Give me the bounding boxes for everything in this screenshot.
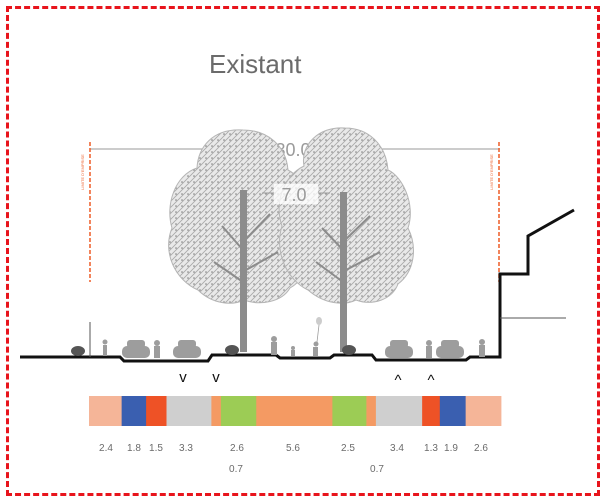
lane-segment-parking xyxy=(439,396,467,426)
lane-segment-bike xyxy=(146,396,167,426)
cyclist xyxy=(313,341,319,356)
pedestrian-6 xyxy=(479,339,485,357)
width-label-3: 1.5 xyxy=(149,443,163,454)
ground-profile xyxy=(20,208,575,363)
limit-left-label: LIMITE D'EMPRISE xyxy=(80,154,85,190)
section-title: Existant xyxy=(209,49,302,79)
direction-arrows: v v ^ ^ xyxy=(179,369,434,389)
pedestrian-1 xyxy=(102,339,108,356)
pedestrian-2 xyxy=(154,340,160,358)
width-label-5: 2.6 xyxy=(230,443,244,454)
pedestrian-5 xyxy=(426,340,432,358)
width-label-6: 5.6 xyxy=(286,443,300,454)
dashed-frame xyxy=(6,6,600,496)
width-labels: 2.4 1.8 1.5 3.3 2.6 5.6 2.5 3.4 1.3 1.9 … xyxy=(99,443,488,475)
total-width-dimension: 30.0 xyxy=(90,140,500,160)
car-4 xyxy=(436,340,464,358)
limit-right: LIMITE D'EMPRISE xyxy=(489,142,500,282)
bush-left xyxy=(71,346,85,356)
lane-segment-parking xyxy=(121,396,147,426)
tree-height-dimension: 7.0 xyxy=(245,184,330,328)
width-label-12: 0.7 xyxy=(229,464,243,475)
lane-strip xyxy=(89,396,502,426)
lane-segment-median xyxy=(366,396,377,426)
tree-left xyxy=(168,129,311,352)
bush-tree-left xyxy=(225,345,239,355)
lane-segment-travel_lane xyxy=(166,396,212,426)
width-label-7: 2.5 xyxy=(341,443,355,454)
direction-arrow-3: ^ xyxy=(394,372,401,389)
tree-height-label: 7.0 xyxy=(281,185,306,205)
lane-segment-sidewalk xyxy=(89,396,123,426)
lane-segment-median xyxy=(256,396,333,426)
lane-segment-bike xyxy=(422,396,441,426)
bush-tree-right xyxy=(342,345,356,355)
width-label-11: 2.6 xyxy=(474,443,488,454)
direction-arrow-1: v xyxy=(179,369,187,386)
car-3 xyxy=(385,340,413,358)
balloon xyxy=(316,317,322,343)
lane-segment-median xyxy=(211,396,222,426)
width-label-10: 1.9 xyxy=(444,443,458,454)
car-2 xyxy=(173,340,201,358)
pedestrian-4 xyxy=(291,346,295,356)
direction-arrow-4: ^ xyxy=(427,372,434,389)
lane-segment-planting xyxy=(332,396,367,426)
width-label-8: 3.4 xyxy=(390,443,404,454)
street-furniture xyxy=(71,317,485,358)
limit-left: LIMITE D'EMPRISE xyxy=(80,142,91,282)
lane-segment-sidewalk xyxy=(465,396,502,426)
car-1 xyxy=(122,340,150,358)
width-label-9: 1.3 xyxy=(424,443,438,454)
width-label-4: 3.3 xyxy=(179,443,193,454)
direction-arrow-2: v xyxy=(212,369,220,386)
width-label-2: 1.8 xyxy=(127,443,141,454)
limit-right-label: LIMITE D'EMPRISE xyxy=(489,154,494,190)
lane-segment-planting xyxy=(220,396,257,426)
width-label-13: 0.7 xyxy=(370,464,384,475)
lane-segment-travel_lane xyxy=(375,396,423,426)
width-label-1: 2.4 xyxy=(99,443,113,454)
tree-right xyxy=(278,127,414,352)
pedestrian-3 xyxy=(271,336,277,355)
